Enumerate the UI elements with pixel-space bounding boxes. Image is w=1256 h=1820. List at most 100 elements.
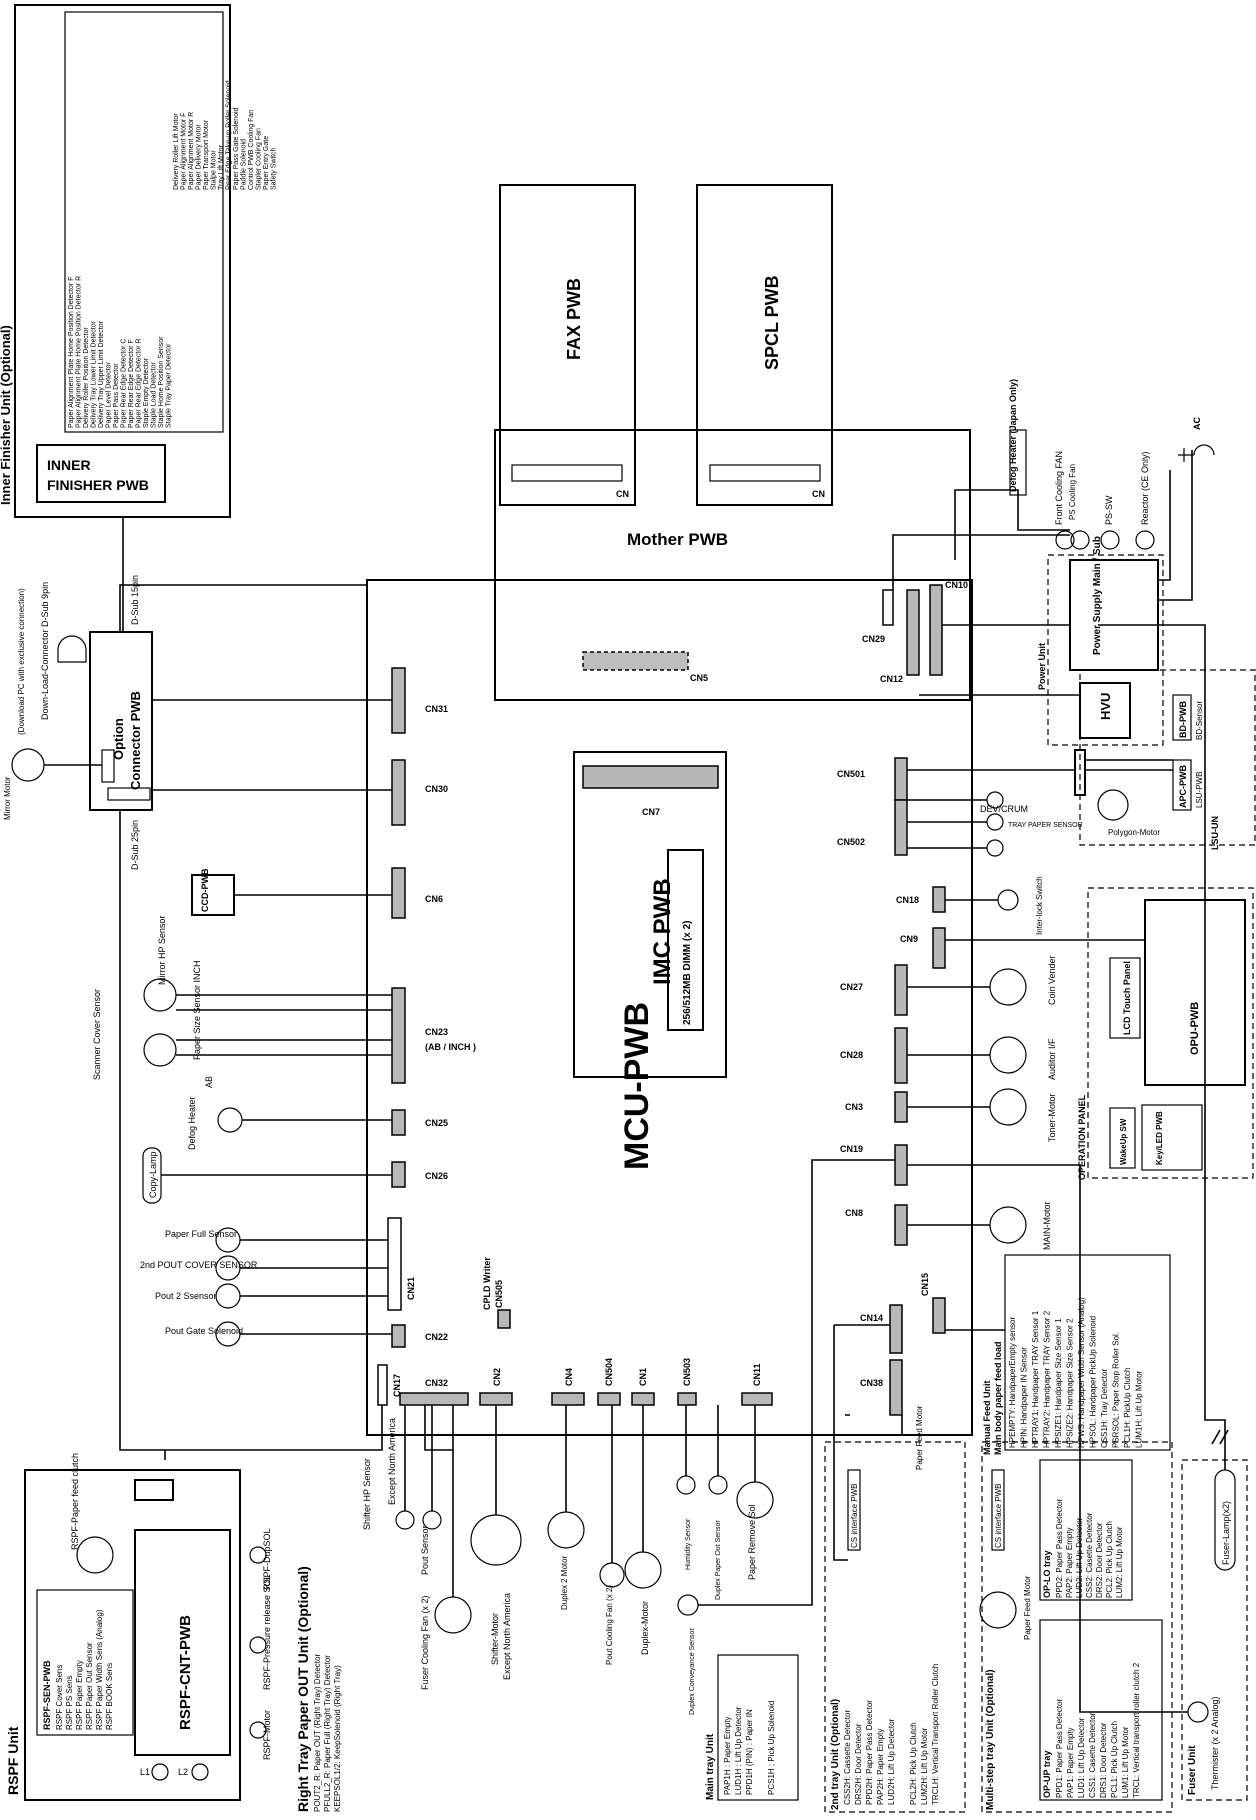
lsu-pwb-label: LSU-PWB [1195, 772, 1204, 808]
lsu-unit-frame [1079, 669, 1256, 846]
coin-vender-icon [989, 968, 1027, 1006]
cn7-connector [582, 765, 719, 789]
cn501-connector [894, 757, 908, 801]
tray2-item: TRCLH: Vertical Transport Roller Clutch [931, 1664, 940, 1805]
finisher-detector-item: Paper Alignment Plate Home Position Dete… [68, 277, 75, 428]
tray2-item: PAP2H: Paper Empty [876, 1729, 885, 1805]
finisher-actuator-item: Paper Delivery Motor [196, 124, 203, 190]
second-pout-label: 2nd POUT COVER SENSOR [140, 1260, 258, 1270]
scanner-cover-label: Scanner Cover Sensor [92, 989, 102, 1080]
finisher-detector-item: Paper Rear Edge Detector R [136, 339, 143, 429]
opu-pwb-label: OPU-PWB [1189, 1002, 1201, 1055]
lcd-label: LCD Touch Panel [1122, 961, 1132, 1035]
duplex-motor-icon [624, 1551, 662, 1589]
cn9-connector [932, 927, 946, 969]
cn3-connector [894, 1091, 908, 1123]
finisher-detector-item: Staple Load Detector [151, 362, 158, 428]
rspf-dupsol-label: RSPF-DupSOL [262, 1528, 272, 1590]
pout-sensor-label: Pout Sensor [420, 1525, 430, 1575]
finisher-detector-item: Paper Alignment Plate Home Position Dete… [76, 276, 83, 428]
polygon-motor-label: Polygon-Motor [1108, 828, 1160, 837]
cn22-connector [391, 1324, 406, 1348]
hvu-box [1079, 682, 1131, 739]
tray-paper-sensor-label: TRAY PAPER SENSOR [1008, 822, 1083, 829]
spcl-cn-label: CN [812, 489, 825, 499]
interlock-label: Inter-lock Switch [1035, 876, 1044, 935]
interlock-icon [997, 889, 1019, 911]
cn2-label: CN2 [492, 1368, 502, 1386]
coin-vender-label: Coin Vender [1047, 955, 1057, 1005]
rspf-sen-item: RSPF BOOK Sens [105, 1663, 114, 1730]
dsub15-label: D-Sub 15pin [130, 575, 140, 625]
cs-interface-2-label: CS interface PWB [994, 1484, 1003, 1548]
ccd-pwb-label: CCD-PWB [200, 868, 210, 912]
dsub15-wire [119, 584, 367, 632]
cn502-connector [894, 799, 908, 856]
cn15-connector [932, 1297, 946, 1334]
paper-feed-motor-2-icon [979, 1591, 1017, 1629]
duplex-paper-out-label: Duplex Paper Out Sensor [715, 1520, 722, 1600]
lsu-un-label: LSU-UN [1210, 816, 1220, 850]
cn2-connector [479, 1392, 513, 1406]
cn503-label: CN503 [682, 1358, 692, 1386]
power-supply-box [1069, 559, 1159, 671]
inner-finisher-pwb-label: INNER [47, 457, 91, 473]
keyled-pwb [1141, 1104, 1203, 1171]
op-up-item: PCL1: Pick Up Clutch [1110, 1721, 1119, 1798]
tray2-title: 2nd tray Unit (Optional) [830, 1699, 841, 1810]
finisher-actuator-item: Paper Transport Motor [203, 119, 210, 190]
op-up-item: PAP1: Paper Empty [1066, 1727, 1075, 1798]
mother-pwb-board [494, 429, 971, 701]
cn38-connector [889, 1359, 903, 1416]
right-tray-item: KEEPSOL1/2: KeepSolenoid (Right Tray) [333, 1665, 342, 1812]
cn21-connector [387, 1217, 402, 1311]
manual-feed-item: HPSIZE1: Handpaper Size Sensor 1 [1054, 1318, 1063, 1448]
op-lo-title: OP-LO tray [1042, 1550, 1052, 1598]
rspf-unit-frame [24, 1469, 241, 1801]
lcd-panel [1109, 957, 1141, 1039]
front-fan-label: Front Cooling FAN [1054, 451, 1064, 525]
cn14-label: CN14 [860, 1313, 883, 1323]
cn8-label: CN8 [845, 1208, 863, 1218]
option-connector-pwb [89, 631, 153, 811]
cn11-connector [741, 1392, 773, 1406]
paper-feed-motor-1-label: Paper Feed Motor [915, 1405, 924, 1470]
fax-cn-label: CN [616, 489, 629, 499]
rspf-unit-title: RSPF Unit [5, 1726, 21, 1795]
ac-plug-icon [1178, 444, 1215, 462]
right-tray-list: POUT2_R: Paper OUT (Right Tray) Detector… [313, 1654, 342, 1812]
tray2-item: LUM2H: Lift Up Motor [920, 1727, 929, 1805]
cn38-label: CN38 [860, 1378, 883, 1388]
cn1-label: CN1 [638, 1368, 648, 1386]
pout-cooling-fan-label: Pout Cooling Fan (x 2) [605, 1585, 614, 1665]
rspf-cnt-pwb [134, 1529, 231, 1756]
power-supply-label: Power Supply Main / Sub [1092, 536, 1103, 655]
cn27-label: CN27 [840, 982, 863, 992]
cn22-label: CN22 [425, 1332, 448, 1342]
finisher-detector-item: Paper Level Detector [106, 362, 113, 428]
finisher-col1: Paper Alignment Plate Home Position Dete… [68, 276, 173, 428]
imc-pwb-label: IMC PWB [649, 878, 676, 985]
manual-feed-item: LUM1H: Lift Up Motor [1135, 1370, 1144, 1448]
main-tray-item: LUD1H : Lift Up Detector [734, 1706, 743, 1795]
cn5-label: CN5 [690, 673, 708, 683]
rspf-sen-item: RSPF PS Sens [65, 1675, 74, 1730]
main-tray-item: PCS1H ; Pick Up Solenoid [767, 1701, 776, 1795]
rspf-motor-label: RSPF-Motor [262, 1710, 272, 1760]
download-pc-label: (Download PC with exclusive connection) [17, 588, 26, 735]
op-lo-box [1039, 1459, 1133, 1601]
copy-lamp-label: Copy-Lamp [148, 1151, 158, 1198]
tray-paper-sensor-icon [986, 839, 1004, 857]
option-connector-label: Option [111, 718, 126, 760]
cn10-connector [929, 584, 943, 676]
l1-icon [151, 1763, 169, 1781]
pout2-label: Pout 2 Ssensor [155, 1291, 217, 1301]
tray2-frame [824, 1441, 966, 1813]
right-tray-title: Right Tray Paper OUT Unit (Optional) [295, 1566, 311, 1812]
shifter-motor-icon [470, 1514, 522, 1566]
cn23-label: CN23 [425, 1027, 448, 1037]
mcu-pwb-label: MCU-PWB [618, 1002, 656, 1170]
cn504-label: CN504 [604, 1358, 614, 1386]
imc-pwb-board [573, 751, 727, 1078]
tray2-item: LUD2H: Lift Up Detector [887, 1718, 896, 1805]
